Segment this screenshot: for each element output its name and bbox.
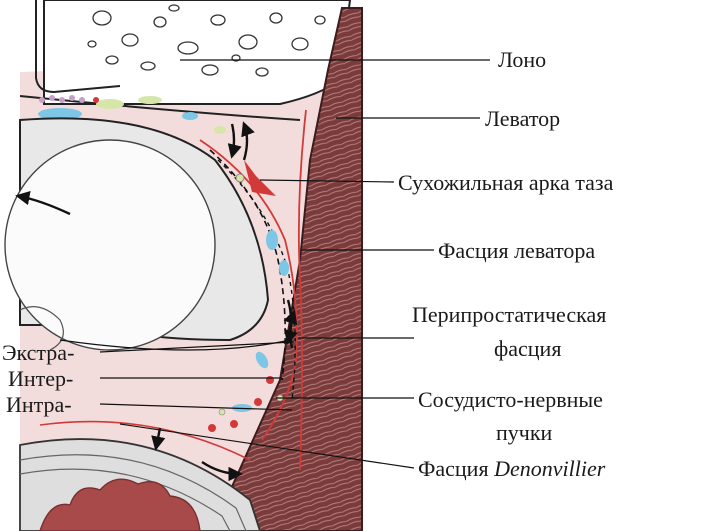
- label-levator-fascia: Фасция леватора: [438, 238, 596, 263]
- label-inter: Интер-: [8, 366, 74, 391]
- label-intra: Интра-: [6, 392, 72, 417]
- label-neurovascular-line1: Сосудисто-нервные: [418, 387, 603, 412]
- label-lono: Лоно: [498, 47, 547, 72]
- label-denonvillier-name: Denonvillier: [494, 456, 606, 481]
- label-denonvillier: Фасция Denonvillier: [418, 456, 605, 482]
- periprostatic-fascia: [199, 139, 298, 441]
- leader-lines: [99, 59, 490, 469]
- bone-trabeculae: [87, 4, 326, 77]
- label-extra: Экстра-: [2, 340, 75, 365]
- label-periprostatic-line2: фасция: [494, 336, 562, 361]
- label-denonvillier-prefix: Фасция: [418, 456, 495, 481]
- label-levator: Леватор: [485, 106, 561, 131]
- levator-muscle: [206, 7, 363, 531]
- rectal-mucosa: [39, 478, 201, 531]
- neurovascular-bundles: [208, 230, 289, 432]
- extra-fascia-line: [59, 339, 291, 351]
- label-arcus-tendineus: Сухожильная арка таза: [398, 170, 614, 195]
- label-periprostatic-line1: Перипростатическая: [412, 302, 607, 327]
- label-neurovascular-line2: пучки: [496, 420, 553, 445]
- retropubic-vessels: [38, 95, 226, 134]
- dissection-arrows: [15, 121, 298, 482]
- denonvillier-fascia: [39, 420, 251, 461]
- levator-fascia: [297, 109, 307, 471]
- arcus-tendineus: [244, 160, 276, 196]
- prostate-gland-outline: [4, 139, 216, 351]
